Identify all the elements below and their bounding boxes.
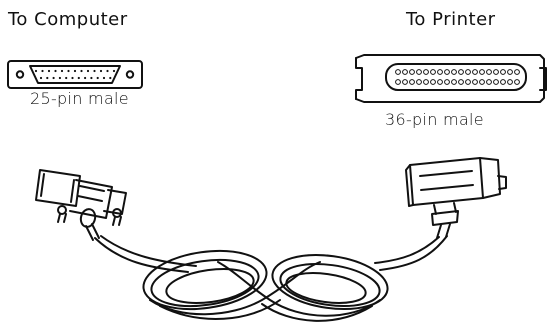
centronics36-pin [479,79,485,85]
db25-pin [65,76,68,80]
db25-pin [34,69,38,73]
centronics36-pin [416,79,422,85]
db25-pin [84,76,87,80]
db25-pin [46,76,49,80]
db25-pin [80,69,83,73]
centronics36-pin [395,79,401,85]
centronics36-pin [423,79,429,85]
centronics36-pin [465,79,471,85]
centronics36-pin [409,69,415,75]
centronics36-pin [486,69,492,75]
db25-pin [54,69,57,73]
db25-pin [41,69,44,73]
centronics36-pin [402,79,408,85]
db25-pin [77,76,80,80]
centronics36-pin [507,79,513,85]
centronics36-pin [507,69,513,75]
36-pin-connector-label: 36-pin male [385,110,484,129]
centronics36-pin [514,69,520,75]
centronics36-pin [395,69,401,75]
left-plug [35,169,127,241]
db25-pin [52,76,55,80]
centronics36-connector-face [355,54,547,103]
db25-pin [93,69,96,73]
centronics36-pin [444,79,450,85]
cable-coil [142,249,389,322]
db25-pin [106,69,109,73]
db25-pin [58,76,62,80]
centronics36-pin [444,69,450,75]
db25-pin [96,76,99,80]
right-plug [405,157,507,239]
centronics36-pin [451,79,457,85]
db25-connector-face [7,60,143,89]
to-printer-label: To Printer [406,9,496,30]
centronics36-pin [402,69,408,75]
centronics36-pin [430,79,436,85]
centronics36-pin [409,79,415,85]
centronics36-pin [437,79,443,85]
centronics36-pin [451,69,457,75]
centronics36-pin [465,69,471,75]
db25-pin [102,76,106,80]
centronics36-pin [472,79,478,85]
25-pin-connector-label: 25-pin male [30,89,129,108]
centronics36-pins [395,69,520,85]
centronics36-pin [479,69,485,75]
centronics36-pin [514,79,520,85]
db25-pin [86,69,90,73]
db25-pin [39,76,43,80]
db25-pin [73,69,77,73]
centronics36-pin [458,69,464,75]
db25-pin [60,69,64,73]
db25-pin [112,69,116,73]
centronics36-pin [416,69,422,75]
centronics36-pin [500,79,506,85]
db25-pin [47,69,51,73]
cable-right-lead [374,235,448,271]
centronics36-pin [430,69,436,75]
centronics36-pin [493,79,499,85]
db25-pin [99,69,103,73]
centronics36-pin [500,69,506,75]
centronics36-pin [437,69,443,75]
to-computer-label: To Computer [8,9,128,30]
centronics36-pin [472,69,478,75]
db25-pin [90,76,93,80]
centronics36-pin [458,79,464,85]
db25-pin [71,76,74,80]
centronics36-pin [493,69,499,75]
db25-pin [67,69,70,73]
centronics36-pin [486,79,492,85]
centronics36-pin [423,69,429,75]
db25-pins [34,69,116,80]
db25-pin [109,76,112,80]
